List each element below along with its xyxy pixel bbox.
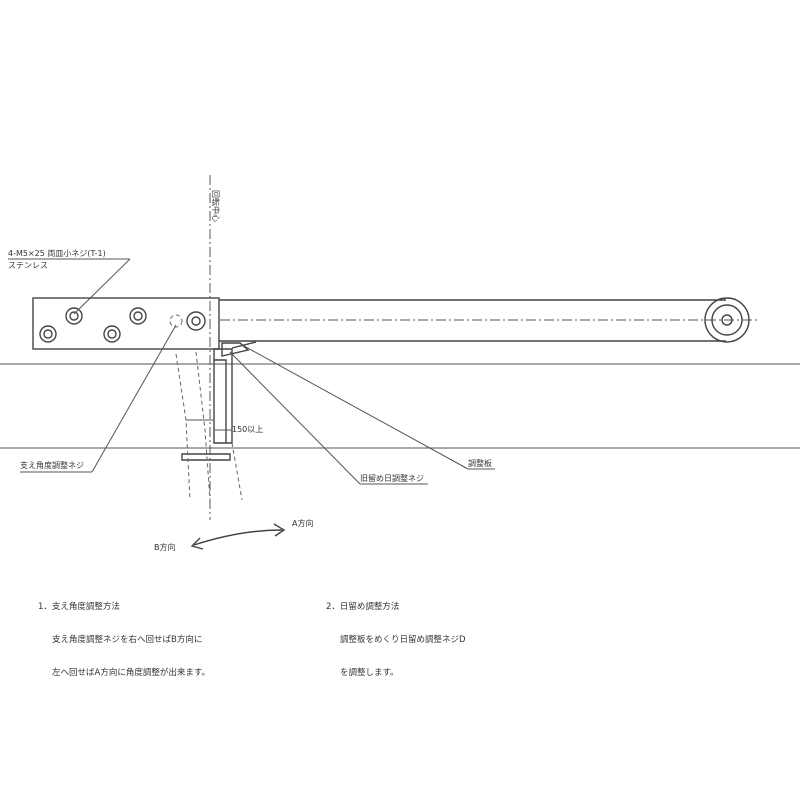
swing-line-right (231, 442, 243, 501)
arm-end-roller (704, 297, 750, 343)
screw-spec-label: 4-M5×25 両皿小ネジ(T-1) (8, 249, 106, 258)
note-2-line-2: を調整します。 (340, 668, 399, 678)
stop-screw-label: 旧留め日調整ネジ (360, 473, 424, 483)
note-2-line-1: 調整板をめくり日留め調整ネジD (340, 635, 466, 645)
material-label: ステンレス (8, 261, 48, 270)
hidden-hole (169, 314, 183, 328)
note-2: 2．日留め調整方法 調整板をめくり日留め調整ネジD を調整します。 (326, 580, 466, 690)
swing-line-left (175, 353, 191, 501)
screw-hole (39, 325, 57, 343)
stop-screw-part (221, 342, 250, 357)
swing-line-mid (195, 351, 211, 501)
dim-150-label: 150以上 (232, 425, 263, 434)
screw-hole (129, 307, 147, 325)
stop-screw-leader (229, 351, 361, 485)
note-2-title: 2．日留め調整方法 (326, 602, 400, 612)
direction-b-label: B方向 (154, 542, 176, 552)
screw-hole (103, 325, 121, 343)
plate-edge (231, 341, 257, 349)
angle-screw-label: 支え角度調整ネジ (20, 460, 84, 470)
angle-screw-leader (91, 324, 177, 473)
direction-a-label: A方向 (292, 518, 313, 528)
bracket-foot (181, 453, 231, 461)
note-1: 1．支え角度調整方法 支え角度調整ネジを右へ回せばB方向に 左へ回せばA方向に角… (38, 580, 210, 690)
screw-hole (65, 307, 83, 325)
pivot-screw (186, 311, 206, 331)
arrow-head-a (273, 523, 286, 537)
bracket-inner (214, 359, 227, 443)
plate-leader (243, 345, 469, 470)
direction-arc (193, 529, 283, 546)
plate-label: 調整板 (468, 458, 492, 468)
bracket-body (213, 348, 233, 444)
mounting-plate (32, 297, 220, 350)
note-1-title: 1．支え角度調整方法 (38, 602, 120, 612)
vertical-center-label: 回転中心 (211, 190, 221, 222)
screw-leader (73, 258, 131, 315)
arrow-head-b (190, 537, 204, 550)
note-1-line-1: 支え角度調整ネジを右へ回せばB方向に (52, 635, 203, 645)
note-1-line-2: 左へ回せばA方向に角度調整が出来ます。 (52, 668, 210, 678)
